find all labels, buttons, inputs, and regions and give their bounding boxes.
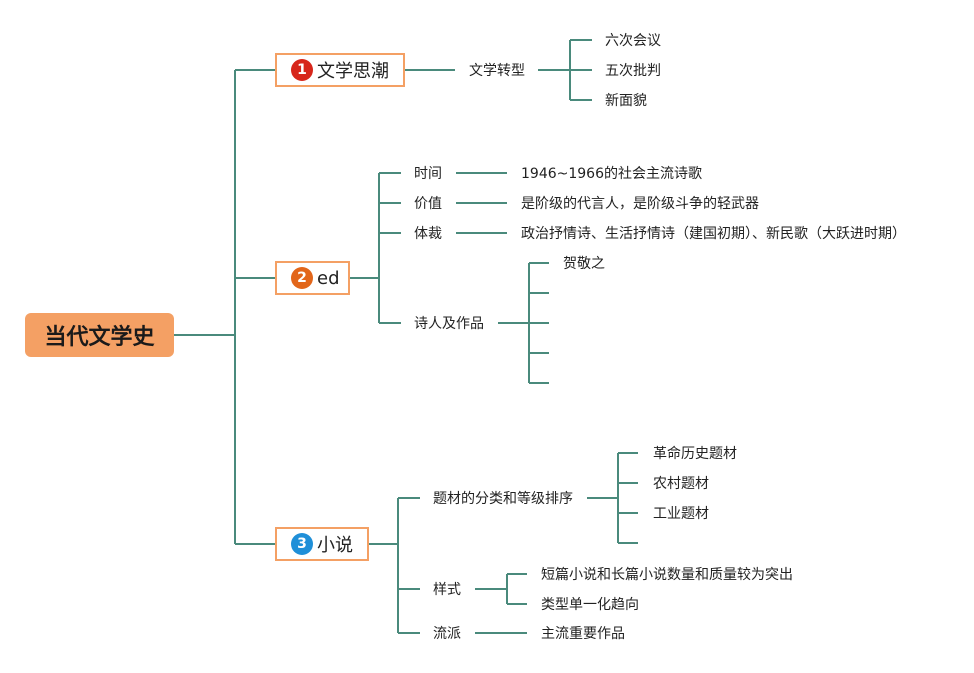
number-badge-2: 2 [291, 267, 313, 289]
value-b2-value[interactable]: 是阶级的代言人，是阶级斗争的轻武器 [521, 196, 759, 212]
leaf-b3-school-1[interactable]: 主流重要作品 [541, 626, 625, 642]
root-label: 当代文学史 [44, 325, 155, 350]
value-b2-genre[interactable]: 政治抒情诗、生活抒情诗（建国初期）、新民歌（大跃进时期） [521, 226, 906, 242]
number-badge-3: 3 [291, 533, 313, 555]
subtopic-b2-poets[interactable]: 诗人及作品 [414, 316, 484, 332]
subtopic-b3-style[interactable]: 样式 [433, 582, 461, 598]
subtopic-b3-topics[interactable]: 题材的分类和等级排序 [433, 491, 573, 507]
leaf-b1-3[interactable]: 新面貌 [605, 93, 647, 109]
branch-node-1[interactable]: 1 文学思潮 [275, 53, 405, 87]
leaf-b3-topic-1[interactable]: 革命历史题材 [653, 446, 737, 462]
subtopic-b2-value[interactable]: 价值 [414, 196, 442, 212]
branch-node-2[interactable]: 2 ed [275, 261, 350, 295]
subtopic-b2-time[interactable]: 时间 [414, 166, 442, 182]
leaf-b3-style-2[interactable]: 类型单一化趋向 [541, 597, 639, 613]
leaf-b2-poet-1[interactable]: 贺敬之 [563, 256, 605, 272]
number-badge-1: 1 [291, 59, 313, 81]
leaf-b1-1[interactable]: 六次会议 [605, 33, 661, 49]
value-b2-time[interactable]: 1946~1966的社会主流诗歌 [521, 166, 702, 182]
leaf-b1-2[interactable]: 五次批判 [605, 63, 661, 79]
branch-label-3: 小说 [317, 535, 353, 556]
subtopic-b2-genre[interactable]: 体裁 [414, 226, 442, 242]
subtopic-b3-school[interactable]: 流派 [433, 626, 461, 642]
branch-label-2: ed [317, 267, 340, 289]
root-node[interactable]: 当代文学史 [25, 313, 174, 357]
leaf-b3-topic-2[interactable]: 农村题材 [653, 476, 709, 492]
leaf-b3-topic-3[interactable]: 工业题材 [653, 506, 709, 522]
branch-node-3[interactable]: 3 小说 [275, 527, 369, 561]
branch-label-1: 文学思潮 [317, 61, 389, 82]
subtopic-b1-1[interactable]: 文学转型 [469, 63, 525, 79]
leaf-b3-style-1[interactable]: 短篇小说和长篇小说数量和质量较为突出 [541, 567, 793, 583]
